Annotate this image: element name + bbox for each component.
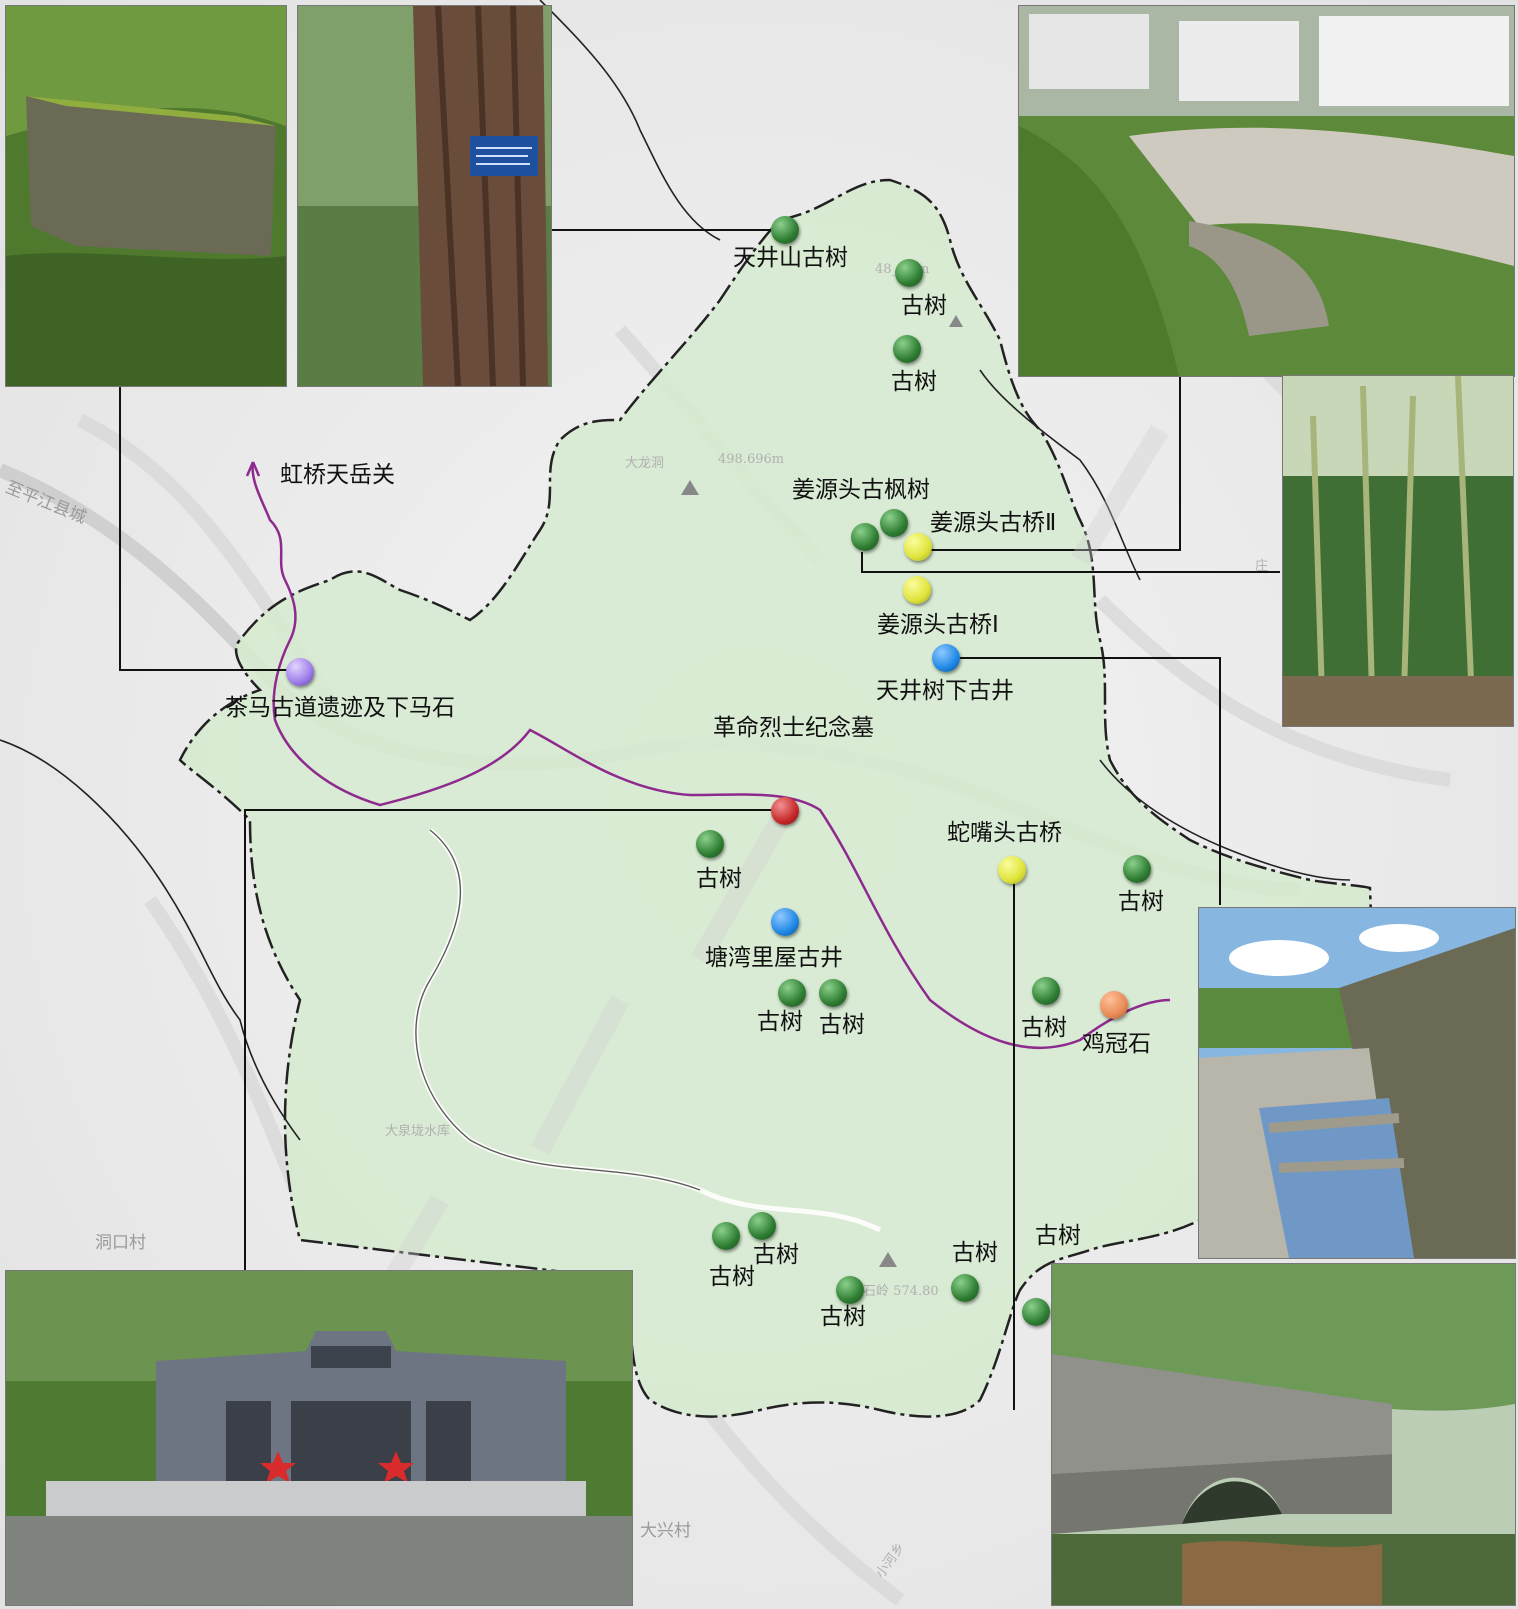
tree-marker[interactable]: [696, 830, 724, 858]
label-dalongdong-elev: 498.696m: [718, 452, 785, 467]
admin-boundaries: [0, 0, 1351, 1141]
tree-marker[interactable]: [1022, 1298, 1050, 1326]
tree-marker[interactable]: [851, 523, 879, 551]
label-tree: 古树: [819, 1012, 865, 1038]
photo-jiguanshi-stream: [1198, 907, 1516, 1259]
label-jiangyuantou-bridge1: 姜源头古桥Ⅰ: [877, 612, 999, 638]
label-tree: 古树: [1021, 1015, 1067, 1041]
leader-lines: [119, 229, 1280, 1410]
label-jiangyuantou-maple: 姜源头古枫树: [792, 477, 930, 503]
label-tree: 古树: [1118, 889, 1164, 915]
label-tianjingshan-tree: 天井山古树: [733, 245, 848, 271]
tree-marker[interactable]: [748, 1212, 776, 1240]
tree-marker[interactable]: [1123, 855, 1151, 883]
minor-roads-outline: [415, 829, 701, 1191]
tree-marker[interactable]: [880, 509, 908, 537]
label-hongqiao-pass: 虹桥天岳关: [280, 462, 395, 488]
label-dalongdong: 大龙洞: [625, 456, 665, 471]
label-tree: 古树: [952, 1240, 998, 1266]
tea-road-marker[interactable]: [286, 658, 314, 686]
label-martyrs-tomb: 革命烈士纪念墓: [713, 715, 874, 741]
tree-marker[interactable]: [771, 216, 799, 244]
bridge-marker[interactable]: [904, 533, 932, 561]
label-shezuitou-bridge: 蛇嘴头古桥: [947, 820, 1062, 846]
label-jiangyuantou-bridge2: 姜源头古桥Ⅱ: [930, 510, 1057, 536]
label-tea-horse-road: 茶马古道遗迹及下马石: [225, 695, 455, 721]
label-jiguanshi: 鸡冠石: [1082, 1031, 1151, 1057]
tea-horse-route: [251, 461, 1171, 1050]
label-tree: 古树: [709, 1264, 755, 1290]
bridge-marker[interactable]: [903, 576, 931, 604]
tree-marker[interactable]: [712, 1222, 740, 1250]
bridge-marker[interactable]: [998, 856, 1026, 884]
photo-bamboo-grove: [1282, 375, 1514, 727]
tree-marker[interactable]: [895, 259, 923, 287]
label-tree: 古树: [1035, 1223, 1081, 1249]
label-tree: 古树: [891, 369, 937, 395]
route-arrow: [245, 461, 261, 477]
tree-marker[interactable]: [836, 1276, 864, 1304]
photo-village-road-bridge: [1018, 5, 1515, 377]
label-tree: 古树: [901, 293, 947, 319]
label-tree: 古树: [757, 1009, 803, 1035]
photo-ancient-tree-trunk: [297, 5, 552, 387]
well-marker[interactable]: [932, 644, 960, 672]
tomb-marker[interactable]: [771, 797, 799, 825]
label-tree: 古树: [753, 1242, 799, 1268]
label-dongkou: 洞口村: [95, 1233, 146, 1253]
label-tree: 古树: [820, 1304, 866, 1330]
label-shiling: 石岭 574.80: [863, 1284, 939, 1299]
label-tree: 古树: [696, 866, 742, 892]
photo-mounting-stone: [5, 5, 287, 387]
tree-marker[interactable]: [893, 335, 921, 363]
label-daxing: 大兴村: [640, 1521, 691, 1541]
label-tangwan-well: 塘湾里屋古井: [705, 945, 843, 971]
label-zhuang: 庄: [1255, 559, 1269, 574]
photo-stone-arch-bridge: [1051, 1263, 1516, 1606]
photo-martyrs-tomb: [5, 1270, 633, 1606]
well-marker[interactable]: [771, 908, 799, 936]
label-reservoir: 大泉垅水库: [385, 1124, 451, 1139]
tree-marker[interactable]: [951, 1274, 979, 1302]
peak-markers: [681, 315, 963, 1267]
tree-marker[interactable]: [1032, 977, 1060, 1005]
tree-marker[interactable]: [778, 979, 806, 1007]
tree-marker[interactable]: [819, 979, 847, 1007]
rock-marker[interactable]: [1100, 991, 1128, 1019]
label-tianjingshu-well: 天井树下古井: [876, 678, 1014, 704]
